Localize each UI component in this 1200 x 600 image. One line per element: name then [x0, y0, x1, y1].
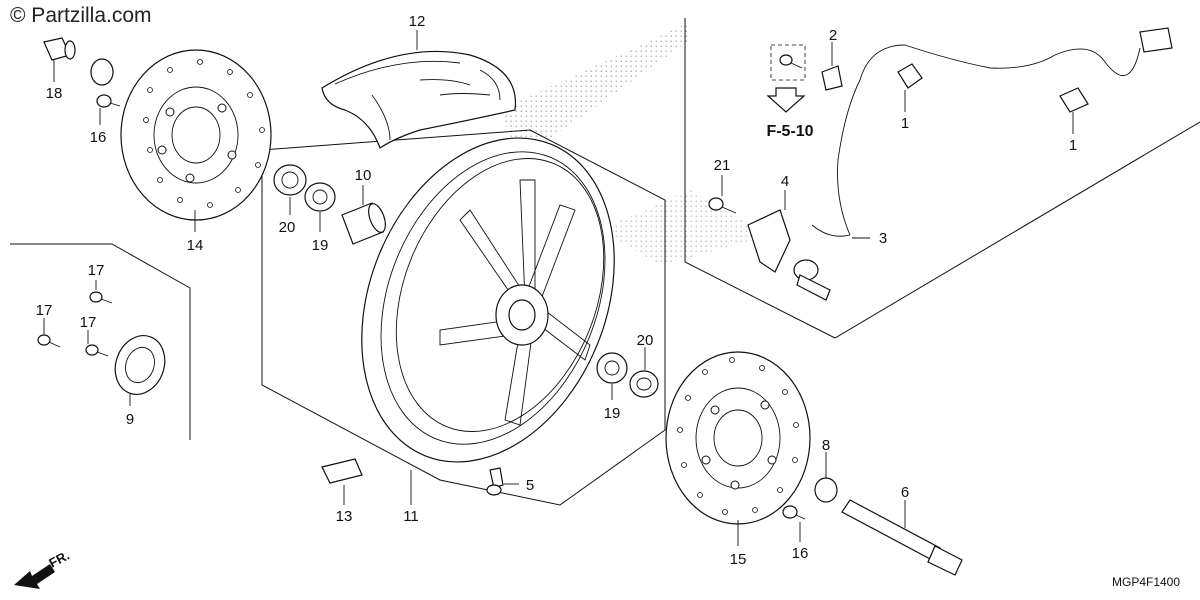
side-collar[interactable] — [90, 58, 114, 86]
callout-8[interactable]: 8 — [822, 437, 830, 454]
front-axle[interactable] — [841, 499, 963, 576]
sensor-harness[interactable] — [837, 27, 1173, 236]
harness-clamp-1-left[interactable] — [897, 63, 923, 89]
callout-3[interactable]: 3 — [879, 230, 887, 247]
callout-10[interactable]: 10 — [355, 167, 372, 184]
callout-6[interactable]: 6 — [901, 484, 909, 501]
callout-17-left[interactable]: 17 — [36, 302, 53, 319]
projection-shading-tire — [500, 22, 690, 160]
callout-9[interactable]: 9 — [126, 411, 134, 428]
bearing-19-left[interactable] — [304, 182, 336, 212]
balance-weight[interactable] — [321, 458, 363, 484]
callout-19-left[interactable]: 19 — [312, 237, 329, 254]
callout-11[interactable]: 11 — [403, 508, 419, 525]
distance-collar-10[interactable] — [341, 202, 389, 245]
sensor-bracket-4[interactable] — [747, 209, 791, 273]
callout-17-middle[interactable]: 17 — [80, 314, 97, 331]
sensor-inset-frame — [684, 18, 1200, 339]
pulser-ring-9[interactable] — [107, 329, 173, 402]
callout-13[interactable]: 13 — [336, 508, 353, 525]
callout-19-right[interactable]: 19 — [604, 405, 621, 422]
leader-lines — [43, 30, 1074, 546]
callout-16-upper[interactable]: 16 — [90, 129, 107, 146]
axle-plug-18[interactable] — [43, 37, 76, 61]
front-direction-arrow-icon — [14, 564, 55, 589]
callout-20-left[interactable]: 20 — [279, 219, 296, 236]
right-brake-disc[interactable] — [665, 351, 811, 525]
callout-15[interactable]: 15 — [730, 551, 747, 568]
abs-wheel-speed-sensor[interactable] — [793, 224, 851, 301]
clip-2[interactable] — [821, 65, 843, 91]
wheel-assembly-frame — [261, 129, 666, 506]
tone-ring-inset-frame — [10, 243, 191, 440]
callout-2[interactable]: 2 — [829, 27, 837, 44]
callout-16-lower[interactable]: 16 — [792, 545, 809, 562]
bearing-20-right[interactable] — [629, 370, 659, 398]
front-wheel[interactable] — [316, 100, 661, 500]
disc-bolt-16-lower[interactable] — [782, 505, 806, 520]
tire-valve[interactable] — [486, 467, 504, 496]
watermark-text: © Partzilla.com — [10, 4, 152, 27]
left-brake-disc[interactable] — [120, 49, 272, 221]
front-tire[interactable] — [321, 50, 517, 149]
callout-18[interactable]: 18 — [46, 85, 63, 102]
screw-17-left[interactable] — [37, 334, 61, 348]
reference-arrow-icon — [766, 87, 806, 113]
cross-reference-label[interactable]: F-5-10 — [766, 123, 813, 140]
harness-clamp-1-right[interactable] — [1059, 87, 1089, 113]
screw-17-upper[interactable] — [89, 291, 113, 304]
bolt-21[interactable] — [708, 197, 737, 214]
callout-14[interactable]: 14 — [187, 237, 204, 254]
reference-fastener — [770, 44, 806, 81]
callout-4[interactable]: 4 — [781, 173, 789, 190]
bearing-19-right[interactable] — [596, 352, 628, 384]
bearing-20-left[interactable] — [273, 164, 307, 196]
disc-bolt-16-upper[interactable] — [96, 94, 121, 108]
axle-collar-8[interactable] — [814, 477, 838, 503]
callout-5[interactable]: 5 — [526, 477, 534, 494]
callout-20-right[interactable]: 20 — [637, 332, 654, 349]
diagram-code: MGP4F1400 — [1112, 575, 1180, 589]
callout-17-upper[interactable]: 17 — [88, 262, 105, 279]
callout-1-right[interactable]: 1 — [1069, 137, 1077, 154]
callout-1-left[interactable]: 1 — [901, 115, 909, 132]
callout-12[interactable]: 12 — [409, 13, 426, 30]
screw-17-middle[interactable] — [85, 344, 109, 357]
callout-21[interactable]: 21 — [714, 157, 731, 174]
